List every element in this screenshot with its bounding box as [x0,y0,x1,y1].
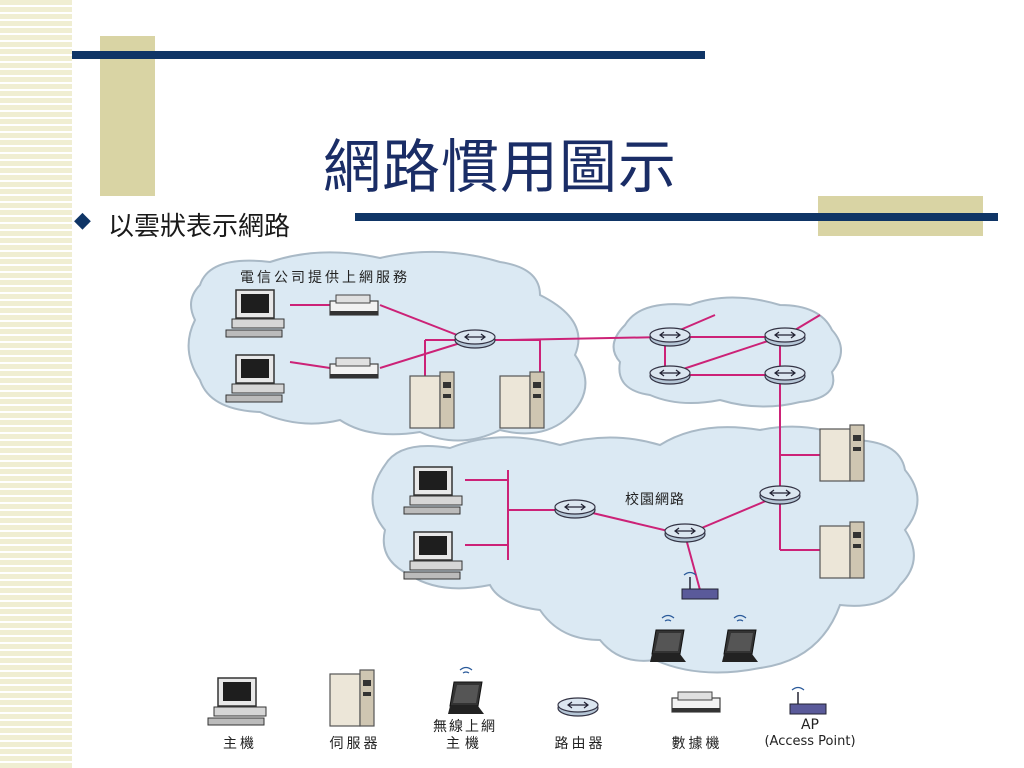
page-title: 網路慣用圖示 [322,133,677,201]
isp-cloud-label: 電信公司提供上網服務 [240,270,410,286]
backbone-router-3-icon [649,365,691,385]
campus-router-1-icon [554,499,596,519]
legend-label-modem: 數據機 [672,736,723,752]
campus-server-2-icon [819,521,865,579]
legend-label-wireless-1: 無線上網 [433,719,497,735]
legend-label-wireless-2: 主機 [446,736,484,752]
legend: 主機 伺服器 無線上網 主機 路由器 數據機 AP (Access Point) [207,666,856,752]
isp-server-2-icon [499,371,545,429]
legend-label-server: 伺服器 [330,736,381,752]
isp-router-icon [454,329,496,349]
top-tan-bar [100,36,155,196]
campus-router-3-icon [759,485,801,505]
top-navy-line [72,51,705,59]
legend-label-ap-2: (Access Point) [764,734,855,749]
legend-modem-icon [671,691,721,713]
legend-router-icon [557,697,599,717]
legend-server-icon [329,669,375,727]
backbone-router-1-icon [649,327,691,347]
backbone-router-2-icon [764,327,806,347]
legend-ap-icon [789,686,827,715]
backbone-router-4-icon [764,365,806,385]
campus-router-2-icon [664,523,706,543]
isp-server-1-icon [409,371,455,429]
campus-cloud-label: 校園網路 [625,491,685,508]
isp-cloud [187,250,587,442]
bullet-text: 以雲狀表示網路 [108,212,291,242]
legend-wireless-laptop-icon [447,666,485,715]
legend-label-ap-1: AP [801,717,819,733]
legend-label-host: 主機 [223,736,257,752]
campus-server-1-icon [819,424,865,482]
bullet-diamond-icon: ◆ [74,208,91,233]
legend-label-router: 路由器 [555,736,606,752]
left-stripe-decoration [0,0,72,768]
backbone-cloud [612,296,842,408]
right-navy-line [355,213,998,221]
legend-host-icon [207,677,267,726]
